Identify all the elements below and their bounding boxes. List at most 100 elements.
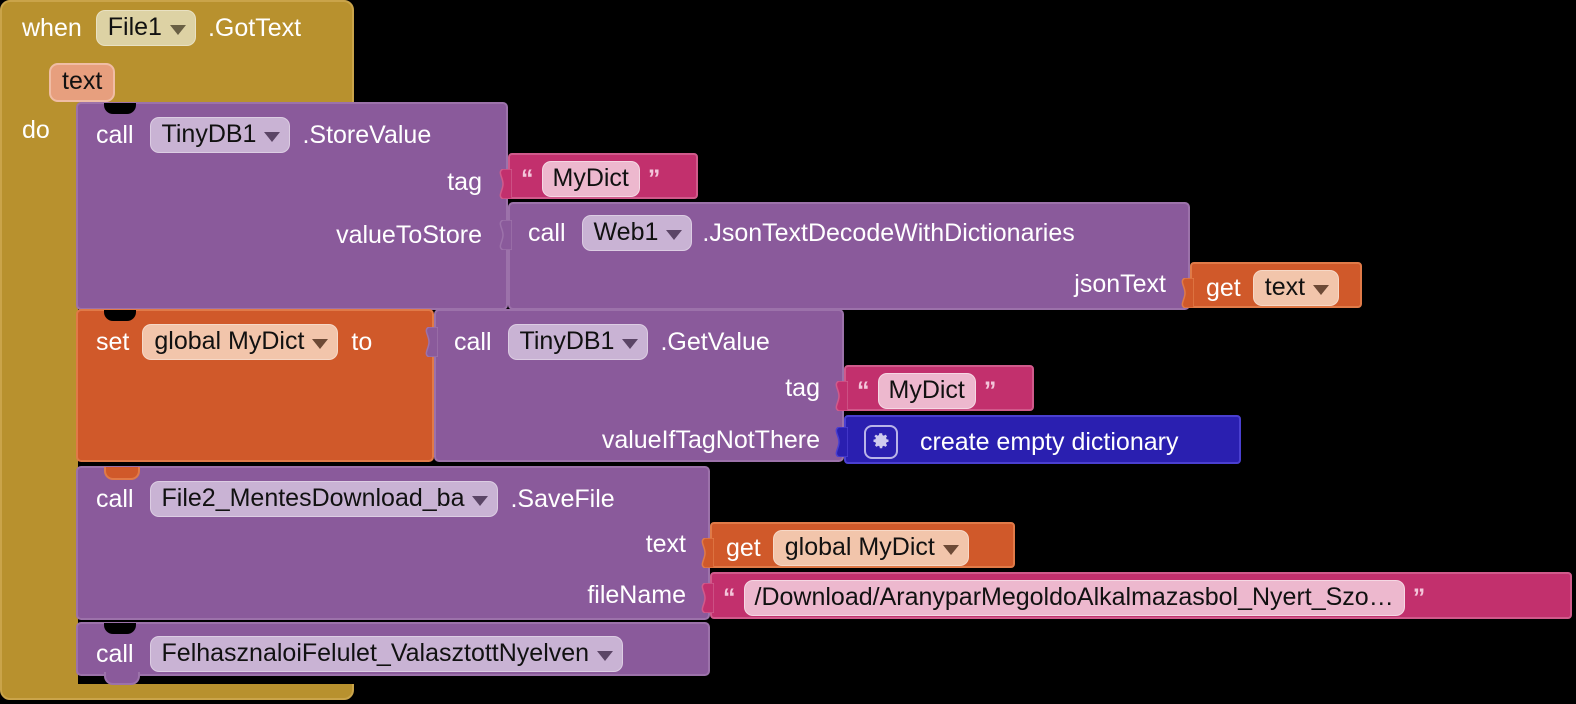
top-notch — [104, 103, 136, 114]
event-component-dropdown[interactable]: File1 — [95, 10, 196, 46]
dictionary-content: create empty dictionary — [864, 425, 1178, 459]
set-label: set — [96, 327, 130, 356]
block-call-procedure[interactable]: call FelhasznaloiFelulet_ValasztottNyelv… — [76, 622, 710, 685]
procedure-name-dropdown[interactable]: FelhasznaloiFelulet_ValasztottNyelven — [149, 636, 624, 672]
storevalue-component-label: TinyDB1 — [161, 120, 257, 148]
do-label: do — [22, 116, 50, 144]
block-call-tinydb1-storevalue[interactable]: call TinyDB1 .StoreValue tag valueToStor… — [76, 102, 508, 310]
setter-variable-dropdown[interactable]: global MyDict — [142, 324, 339, 360]
top-notch — [104, 310, 136, 321]
left-plug-icon — [831, 427, 848, 457]
text-mydict-content: “ MyDict ” — [521, 161, 660, 197]
get-global-mydict-content: get global MyDict — [726, 530, 969, 566]
call-label: call — [96, 484, 134, 513]
event-parameter-label: text — [62, 67, 103, 95]
left-plug-icon — [697, 583, 714, 613]
chevron-down-icon — [666, 229, 683, 240]
left-plug-icon — [1177, 278, 1194, 308]
top-notch — [104, 467, 140, 480]
text-mydict-2-content: “ MyDict ” — [857, 373, 996, 409]
block-call-web1-jsontextdecodewithdictionaries[interactable]: call Web1 .JsonTextDecodeWithDictionarie… — [499, 202, 1190, 310]
close-quote: ” — [983, 376, 997, 405]
when-label: when — [22, 13, 82, 42]
web1-header: call Web1 .JsonTextDecodeWithDictionarie… — [528, 215, 1075, 251]
getvalue-header: call TinyDB1 .GetValue — [454, 324, 770, 360]
procedure-name-label: FelhasznaloiFelulet_ValasztottNyelven — [161, 639, 590, 667]
getvalue-component-label: TinyDB1 — [519, 327, 615, 355]
get-label: get — [1206, 273, 1241, 302]
open-quote: “ — [857, 376, 870, 405]
get-global-mydict-dropdown[interactable]: global MyDict — [772, 530, 969, 566]
chevron-down-icon — [264, 131, 281, 142]
chevron-down-icon — [472, 495, 489, 506]
call-label: call — [528, 218, 566, 247]
bottom-notch — [104, 672, 140, 685]
getvalue-component-dropdown[interactable]: TinyDB1 — [507, 324, 649, 360]
left-plug-icon — [831, 381, 848, 411]
to-label: to — [351, 327, 373, 356]
open-quote: “ — [521, 164, 534, 193]
storevalue-component-dropdown[interactable]: TinyDB1 — [149, 117, 291, 153]
socket-label-jsontext: jsonText — [1074, 270, 1166, 298]
block-get-text[interactable]: get text — [1181, 262, 1362, 308]
get-global-mydict-label: global MyDict — [784, 533, 935, 561]
get-text-variable-label: text — [1264, 273, 1306, 301]
block-call-tinydb1-getvalue[interactable]: call TinyDB1 .GetValue tag valueIfTagNot… — [425, 309, 844, 462]
chevron-down-icon — [169, 24, 186, 35]
block-set-global-mydict[interactable]: set global MyDict to — [76, 309, 434, 462]
block-call-savefile[interactable]: call File2_MentesDownload_ba .SaveFile t… — [76, 466, 710, 620]
left-plug-icon — [421, 327, 438, 357]
text-field-filename[interactable]: /Download/AranyparMegoldoAlkalmazasbol_N… — [743, 580, 1405, 616]
web1-method-label: .JsonTextDecodeWithDictionaries — [702, 218, 1075, 247]
procedure-header: call FelhasznaloiFelulet_ValasztottNyelv… — [96, 636, 624, 672]
socket-label-tag: tag — [447, 168, 482, 196]
event-header: when File1 .GotText — [22, 10, 301, 46]
call-label: call — [454, 327, 492, 356]
block-create-empty-dictionary[interactable]: create empty dictionary — [835, 415, 1241, 464]
event-name-label: .GotText — [207, 13, 302, 42]
event-parameter-text[interactable]: text — [49, 63, 116, 102]
left-plug-icon — [697, 538, 714, 568]
socket-label-text: text — [645, 530, 686, 558]
socket-label-valueiftagnotthere: valueIfTagNotThere — [601, 426, 820, 454]
savefile-component-label: File2_MentesDownload_ba — [161, 484, 465, 512]
socket-label-filename: fileName — [587, 581, 686, 609]
getvalue-method-label: .GetValue — [660, 327, 770, 356]
get-text-content: get text — [1206, 270, 1340, 306]
event-component-label: File1 — [107, 13, 162, 41]
chevron-down-icon — [622, 338, 639, 349]
block-text-filename[interactable]: “ /Download/AranyparMegoldoAlkalmazasbol… — [701, 572, 1572, 619]
text-field-mydict[interactable]: MyDict — [541, 161, 640, 197]
text-field-mydict-2[interactable]: MyDict — [877, 373, 976, 409]
gear-icon[interactable] — [864, 425, 898, 459]
open-quote: “ — [723, 583, 736, 612]
web1-component-label: Web1 — [593, 218, 659, 246]
savefile-method-label: .SaveFile — [510, 484, 615, 513]
get-text-variable-dropdown[interactable]: text — [1252, 270, 1340, 306]
call-label: call — [96, 120, 134, 149]
chevron-down-icon — [597, 650, 614, 661]
socket-label-tag: tag — [785, 374, 820, 402]
web1-component-dropdown[interactable]: Web1 — [581, 215, 693, 251]
chevron-down-icon — [942, 544, 959, 555]
block-text-mydict-tag-2[interactable]: “ MyDict ” — [835, 365, 1034, 411]
dictionary-label: create empty dictionary — [920, 427, 1179, 456]
close-quote: ” — [647, 164, 661, 193]
storevalue-header: call TinyDB1 .StoreValue — [96, 117, 431, 153]
chevron-down-icon — [1313, 284, 1330, 295]
block-text-mydict-tag[interactable]: “ MyDict ” — [499, 153, 698, 199]
get-label: get — [726, 533, 761, 562]
chevron-down-icon — [312, 338, 329, 349]
left-plug-icon — [495, 169, 512, 199]
close-quote: ” — [1412, 583, 1426, 612]
storevalue-method-label: .StoreValue — [302, 120, 432, 149]
setter-variable-label: global MyDict — [154, 327, 305, 355]
setter-header: set global MyDict to — [96, 324, 372, 360]
call-label: call — [96, 639, 134, 668]
text-filename-content: “ /Download/AranyparMegoldoAlkalmazasbol… — [723, 580, 1425, 616]
socket-label-valuetostore: valueToStore — [336, 221, 482, 249]
savefile-component-dropdown[interactable]: File2_MentesDownload_ba — [149, 481, 499, 517]
block-get-global-mydict[interactable]: get global MyDict — [701, 522, 1015, 568]
top-notch — [104, 623, 136, 634]
